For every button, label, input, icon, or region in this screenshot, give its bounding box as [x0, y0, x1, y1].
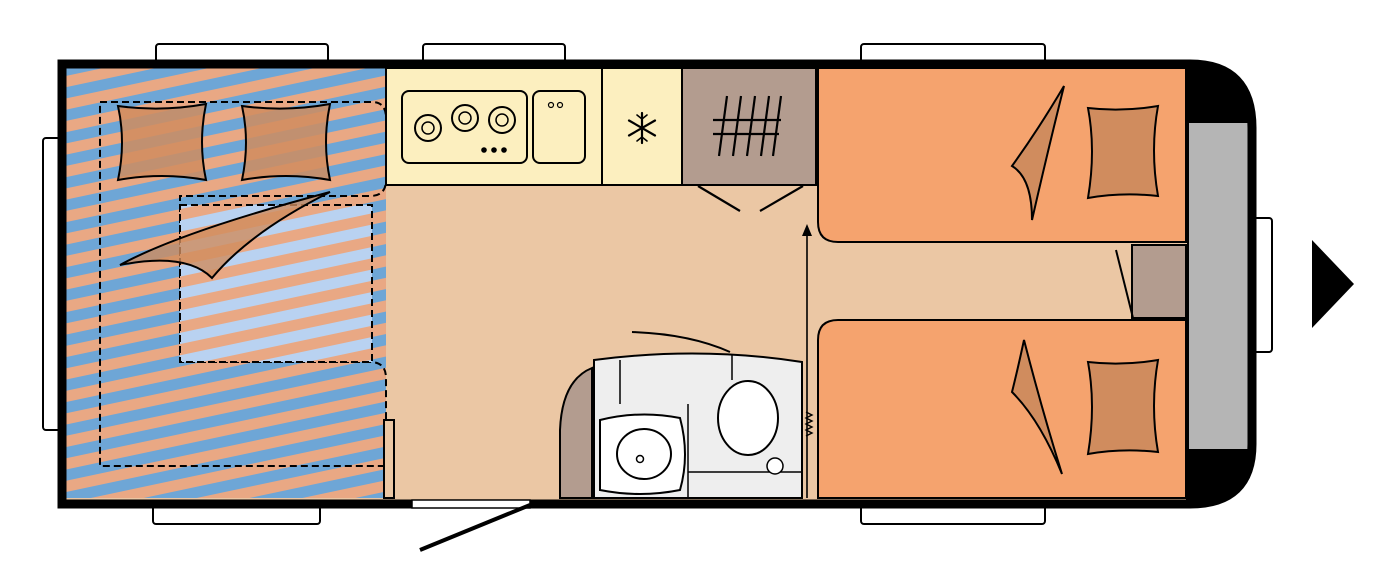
wall-stub — [383, 419, 395, 499]
bedside-cabinet-door — [1115, 249, 1134, 319]
wardrobe — [681, 67, 817, 186]
hob-burner-3-inner — [495, 113, 509, 127]
front-bed-blanket — [119, 191, 331, 280]
hob — [401, 90, 528, 164]
hob-burner-2 — [451, 104, 479, 132]
shower-drain — [766, 457, 784, 475]
washbasin-drain — [635, 454, 645, 464]
bathroom-curve-wall — [559, 366, 593, 499]
wardrobe-door — [697, 185, 741, 212]
rear-cap-top — [1186, 64, 1252, 122]
hanger-rail — [713, 95, 783, 157]
bathroom-door-swing — [631, 331, 731, 353]
twin-bed-bottom-blanket — [1010, 339, 1063, 475]
sink — [532, 90, 586, 164]
arrow-up-icon — [802, 224, 812, 236]
twin-bed-top-blanket — [1010, 85, 1065, 221]
hob-burner-3 — [488, 106, 516, 134]
rear-panel — [1187, 121, 1251, 451]
twin-bed-top-pillow — [1086, 104, 1160, 200]
front-bed-pillow-right — [240, 102, 332, 182]
hob-knob — [501, 147, 507, 153]
caravan-outline — [57, 59, 1257, 509]
hob-burner-1-inner — [421, 121, 435, 135]
hob-burner-1 — [414, 114, 442, 142]
hob-knob — [481, 147, 487, 153]
twin-bed-bottom-pillow — [1086, 358, 1160, 456]
entrance-opening — [411, 499, 531, 509]
hob-knob — [491, 147, 497, 153]
front-bed-cushion-outline — [99, 101, 387, 467]
sink-tap — [547, 101, 555, 109]
triangle-right-icon — [1312, 240, 1354, 328]
bedside-cabinet — [1131, 244, 1187, 319]
washbasin-bowl — [616, 428, 672, 480]
entrance-door — [419, 503, 531, 552]
toilet — [717, 380, 779, 456]
front-bed-pillow-left — [116, 102, 208, 182]
wardrobe-door — [759, 185, 804, 212]
hob-burner-2-inner — [458, 111, 472, 125]
sink-tap — [556, 101, 564, 109]
rear-cap-bottom — [1186, 450, 1252, 504]
snowflake-icon — [627, 111, 657, 145]
folding-door — [804, 411, 814, 437]
